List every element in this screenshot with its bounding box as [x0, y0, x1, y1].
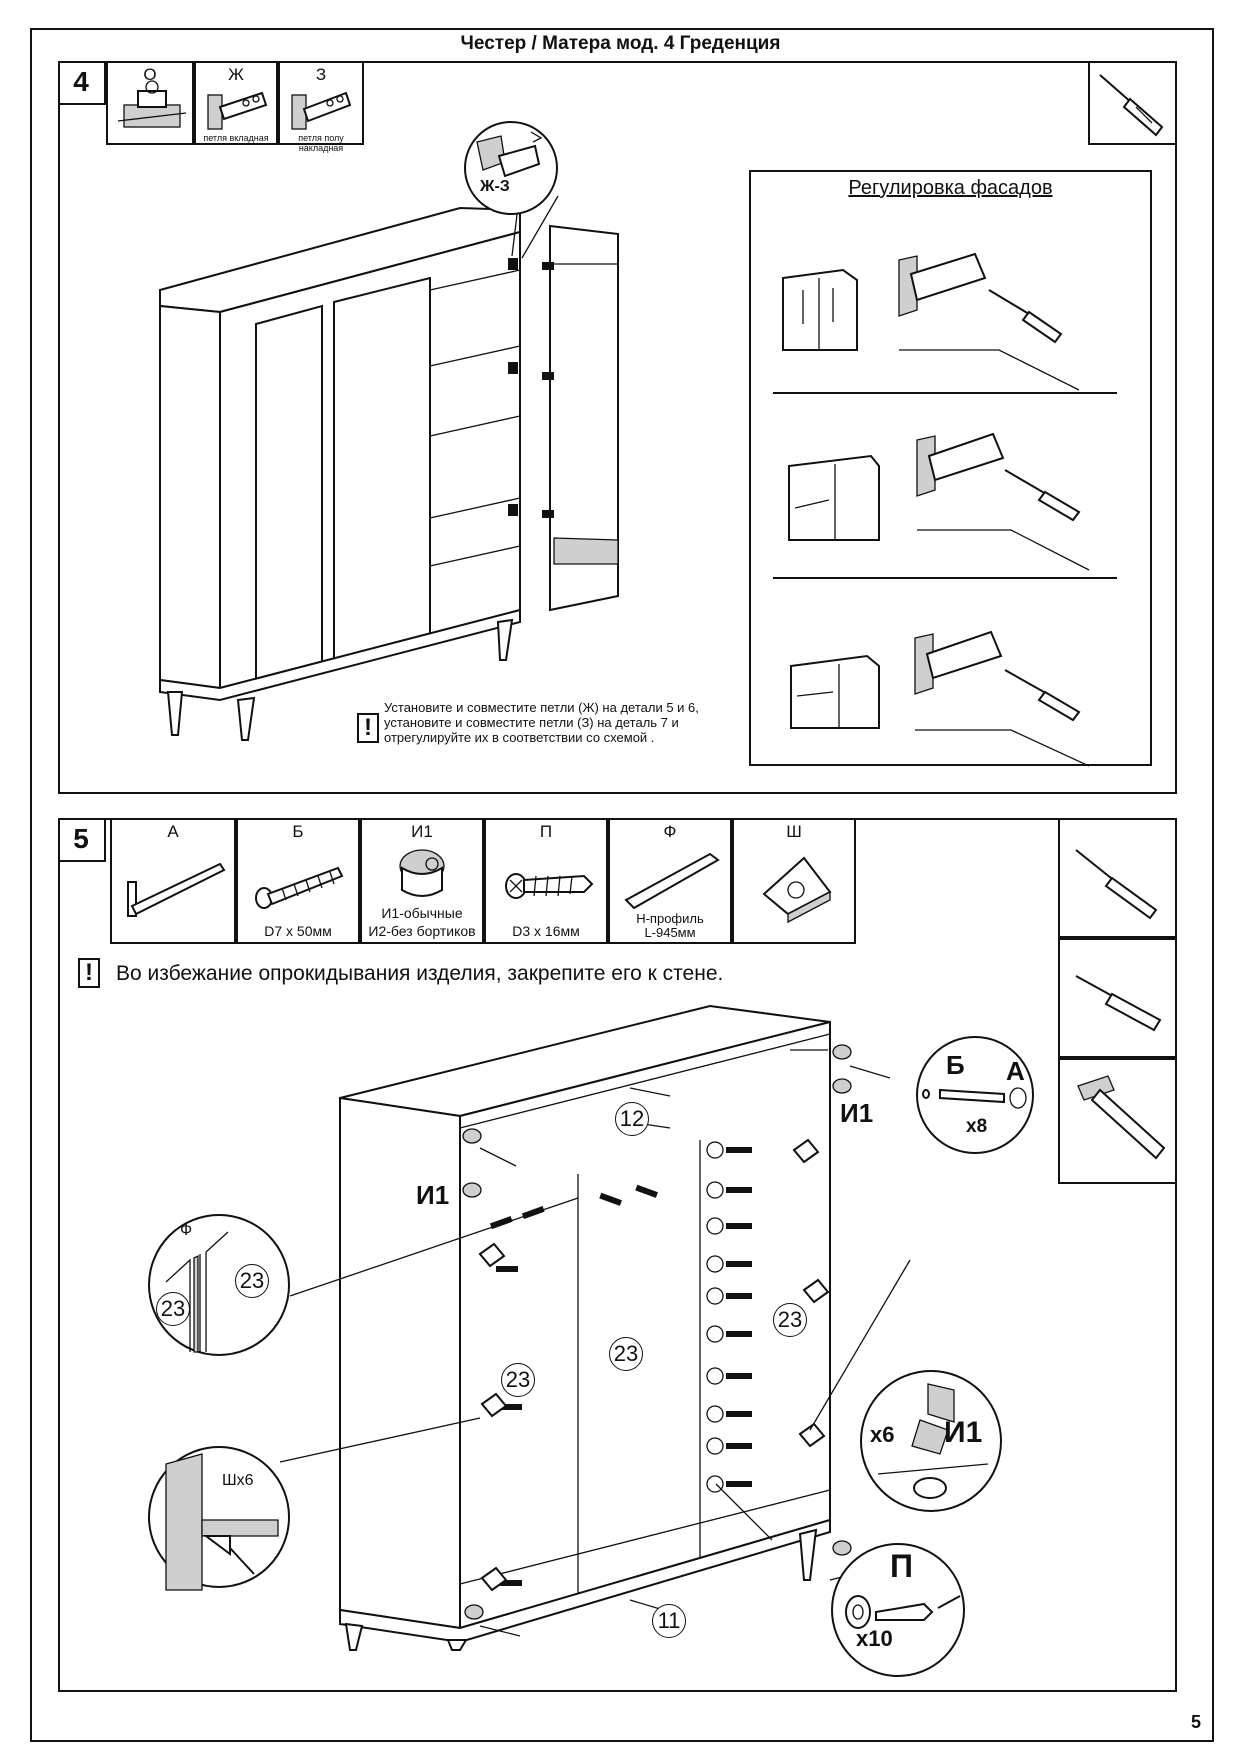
callout-b: Б: [946, 1050, 965, 1080]
cam-lock-zoom-circle: [860, 1370, 1002, 1512]
part-caption: Н-профиль: [636, 911, 704, 926]
step4-note-line: Установите и совместите петли (Ж) на дет…: [384, 700, 699, 715]
wood-screw-icon: [505, 873, 594, 899]
step4-note: Установите и совместите петли (Ж) на дет…: [384, 700, 699, 745]
page-title: Честер / Матера мод. 4 Греденция: [460, 33, 781, 54]
tool-box-flat-screwdriver: [1058, 818, 1177, 938]
part-box-a: А: [110, 818, 236, 944]
hinge-zoom-circle: [464, 121, 558, 215]
panel-number-12: 12: [615, 1102, 649, 1136]
detail-number-23-a: 23: [235, 1264, 269, 1298]
half-overlay-hinge-icon: [291, 91, 352, 130]
step5-number: 5: [58, 818, 106, 862]
warning-icon: !: [78, 958, 100, 988]
screw-zoom-circle: [831, 1543, 965, 1677]
detail-number-23-b: 23: [156, 1292, 190, 1326]
part-caption: петля вкладная: [203, 133, 269, 143]
tool-box-screwdriver: [1088, 61, 1177, 145]
page-frame: [30, 28, 1214, 1742]
inset-hinge-icon: [207, 91, 268, 130]
part-box-f: Ф Н-профиль L-945мм: [608, 818, 732, 944]
part-label: П: [539, 822, 553, 841]
phillips-screwdriver-icon: [1075, 975, 1162, 1032]
callout-sh-x6: Шx6: [222, 1472, 254, 1489]
adjustment-diagrams: [773, 252, 1117, 767]
part-label: З: [315, 65, 327, 84]
part-caption: И2-без бортиков: [368, 923, 476, 939]
part-caption: L-945мм: [644, 925, 696, 940]
tool-box-phillips-screwdriver: [1058, 938, 1177, 1058]
adjustment-title: Регулировка фасадов: [848, 177, 1053, 199]
part-caption: D7 x 50мм: [264, 923, 332, 939]
part-label: И1: [411, 822, 433, 841]
part-box-b: Б D7 x 50мм: [236, 818, 360, 944]
part-label: Ш: [786, 822, 802, 841]
part-label: Б: [292, 822, 304, 841]
part-label: О: [143, 65, 157, 84]
cam-lock-icon: [399, 849, 445, 897]
panel-number-11: 11: [652, 1604, 686, 1638]
hammer-icon: [1077, 1075, 1166, 1160]
part-box-zh: Ж петля вкладная: [194, 61, 278, 145]
part-caption: петля полу накладная: [298, 133, 344, 153]
hinge-zoom-label: Ж-З: [480, 178, 510, 195]
step4-number: 4: [58, 61, 106, 105]
confirmat-zoom-circle: [916, 1036, 1034, 1154]
hex-key-icon: [127, 862, 226, 917]
step4-note-line: установите и совместите петли (З) на дет…: [384, 715, 679, 730]
panel-number-23-middle: 23: [609, 1337, 643, 1371]
callout-a: А: [1006, 1056, 1025, 1086]
adjustment-panel: [749, 170, 1152, 766]
part-label: Ф: [663, 822, 677, 841]
flat-screwdriver-icon: [1075, 849, 1158, 920]
callout-x8: x8: [966, 1116, 988, 1137]
step4-panel: [58, 61, 1177, 794]
screwdriver-icon: [1099, 74, 1164, 137]
confirmat-screw-icon: [255, 866, 344, 909]
part-caption: D3 x 16мм: [512, 923, 580, 939]
part-caption: И1-обычные: [381, 905, 463, 921]
callout-i1-right: И1: [944, 1416, 983, 1449]
step4-note-line: отрегулируйте их в соответствии со схемо…: [384, 730, 655, 745]
part-box-z: З петля полу накладная: [278, 61, 364, 153]
page-number: 5: [1190, 1712, 1201, 1732]
cabinet-back-drawing: [279, 1004, 911, 1651]
callout-i1-top: И1: [840, 1098, 874, 1128]
callout-i1-left: И1: [416, 1180, 450, 1210]
bracket-zoom-circle: [148, 1446, 290, 1591]
panel-number-23-right: 23: [773, 1303, 807, 1337]
corner-bracket-icon: [762, 856, 832, 924]
h-profile-zoom-circle: [148, 1214, 290, 1356]
mounting-plate-icon: [117, 80, 187, 128]
part-box-sh: Ш: [732, 818, 856, 944]
callout-x10: x10: [856, 1626, 893, 1651]
h-profile-icon: [624, 852, 720, 910]
tool-box-hammer: [1058, 1058, 1177, 1184]
part-label: Ж: [228, 65, 244, 84]
callout-p: П: [890, 1548, 913, 1584]
warning-icon: !: [357, 713, 379, 743]
step5-warning: Во избежание опрокидывания изделия, закр…: [116, 962, 724, 985]
callout-x6: x6: [870, 1422, 895, 1447]
panel-number-23-left: 23: [501, 1363, 535, 1397]
part-box-p: П D3 x 16мм: [484, 818, 608, 944]
cabinet-with-door-drawing: [159, 189, 619, 741]
part-box-o: О: [106, 61, 194, 145]
part-box-i1: И1 И1-обычные И2-без бортиков: [360, 818, 484, 944]
part-label: А: [167, 822, 179, 841]
callout-f: Ф: [180, 1222, 193, 1239]
